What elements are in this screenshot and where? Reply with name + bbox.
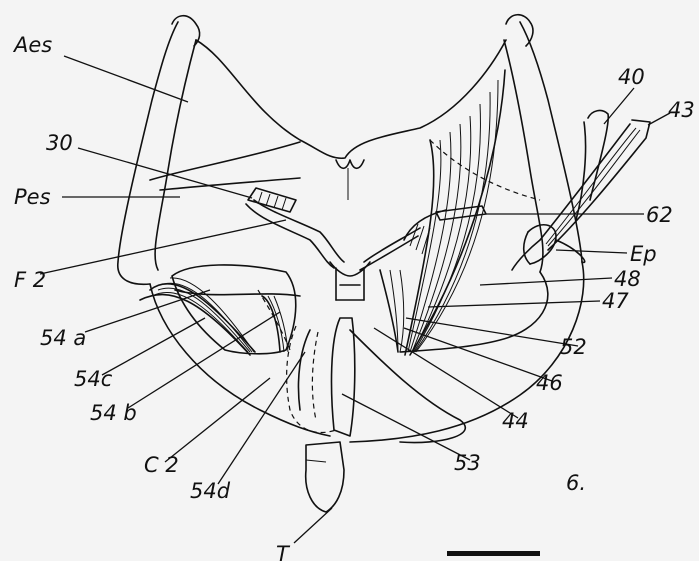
label-43: 43	[668, 98, 695, 122]
label-40: 40	[618, 65, 645, 89]
muscle-fibres-right	[380, 70, 540, 355]
label-t: T	[276, 542, 291, 561]
label-ep: Ep	[630, 242, 657, 266]
label-aes: Aes	[12, 33, 52, 57]
label-54d: 54d	[190, 479, 231, 503]
label-62: 62	[646, 203, 673, 227]
label-c2: C 2	[144, 453, 179, 477]
scale-bar	[447, 551, 540, 556]
label-54a: 54 a	[40, 326, 86, 350]
label-pes: Pes	[14, 185, 51, 209]
label-46: 46	[536, 371, 563, 395]
label-30: 30	[46, 131, 73, 155]
label-f2: F 2	[14, 268, 46, 292]
body-outline	[118, 15, 584, 443]
central-skeleton	[246, 188, 486, 300]
label-47: 47	[602, 289, 629, 313]
label-54c: 54c	[74, 367, 113, 391]
label-52: 52	[560, 335, 587, 359]
label-44: 44	[502, 409, 529, 433]
label-53: 53	[454, 451, 481, 475]
figure-number: 6.	[566, 471, 586, 495]
label-48: 48	[614, 267, 641, 291]
label-54b: 54 b	[90, 401, 137, 425]
